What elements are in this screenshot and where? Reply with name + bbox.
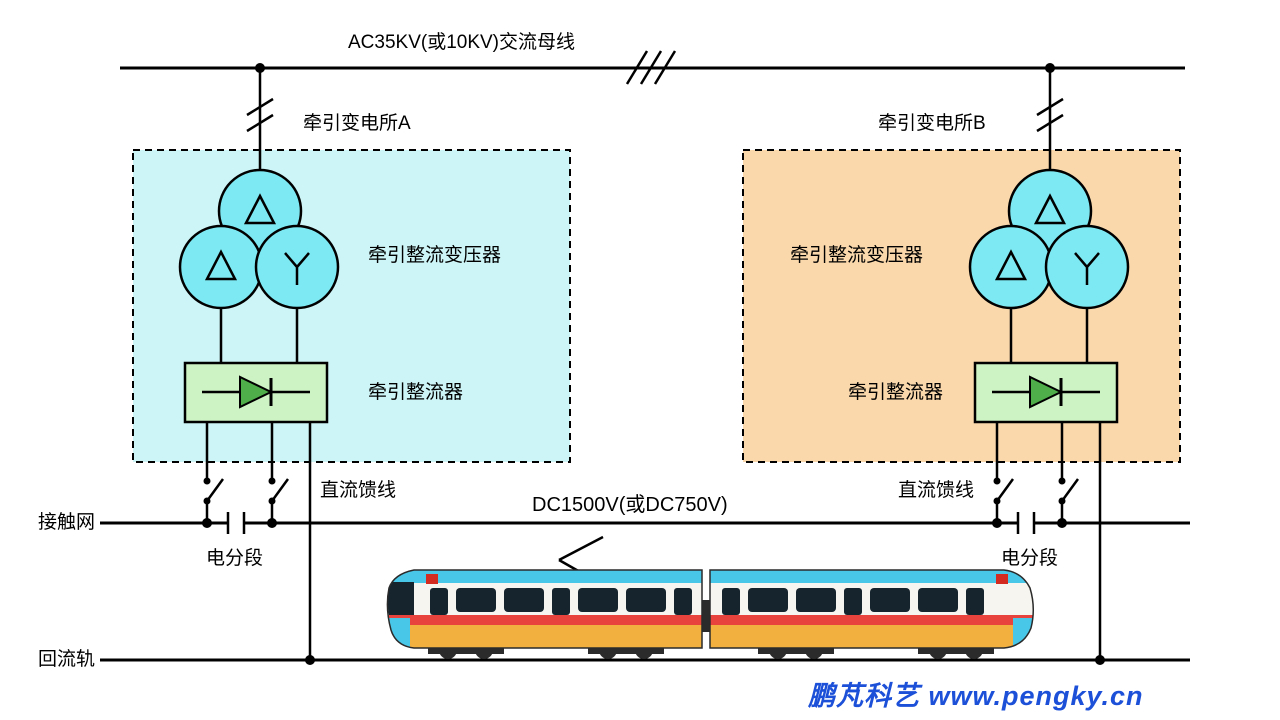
bus-break-mark [653,50,677,85]
bus-break-mark [625,50,649,85]
ac-bus-label: AC35KV(或10KV)交流母线 [348,32,576,53]
rectifier-b-symbol [973,361,1119,424]
catenary-label: 接触网 [38,512,96,533]
transformer-a-symbol [178,168,340,310]
train-illustration [386,569,1034,659]
train-windows [387,582,984,616]
rectifier-a-symbol [183,361,329,424]
transformer-b-label: 牵引整流变压器 [790,245,924,266]
dc-feeder-b-label: 直流馈线 [898,480,975,501]
delta-winding-icon [204,249,238,281]
train-yellow-band [387,625,1034,648]
substation-b-label: 牵引变电所B [878,113,986,134]
drop-a-break-mark [246,113,274,133]
rectifier-a-label: 牵引整流器 [368,382,464,403]
drop-b-break-mark [1036,97,1064,117]
dc-voltage-label: DC1500V(或DC750V) [532,494,728,516]
train-logo [996,574,1008,584]
wye-winding-icon [1074,252,1100,285]
substation-a-label: 牵引变电所A [303,113,411,134]
delta-winding-icon [243,193,277,225]
train-coupler [702,600,710,632]
transformer-b-symbol [968,168,1130,310]
disconnect-switches [203,477,1080,505]
break-marks [226,50,1064,534]
train-windshield [387,582,414,616]
train-front-skirt [387,618,410,648]
train-red-stripe [387,615,1034,625]
wye-winding-icon [284,252,310,285]
junction-dots [202,63,1105,665]
delta-winding-icon [994,249,1028,281]
train-logo [426,574,438,584]
delta-winding-icon [1033,193,1067,225]
switch-b2-icon [1058,477,1080,505]
diode-icon [1029,375,1064,409]
rectifier-b-label: 牵引整流器 [848,382,944,403]
conductor-lines [100,66,1190,662]
transformer-a-label: 牵引整流变压器 [368,245,502,266]
return-rail-label: 回流轨 [38,649,96,670]
section-break-a-label: 电分段 [206,548,264,569]
switch-a1-icon [203,477,225,505]
dc-feeder-a-label: 直流馈线 [320,480,397,501]
bus-break-mark [639,50,663,85]
drop-b-break-mark [1036,113,1064,133]
drop-a-break-mark [246,97,274,117]
diode-icon [239,375,274,409]
switch-a2-icon [268,477,290,505]
switch-b1-icon [993,477,1015,505]
section-break-b-label: 电分段 [1001,548,1059,569]
watermark-text: 鹏芃科艺 www.pengky.cn [808,681,1144,711]
